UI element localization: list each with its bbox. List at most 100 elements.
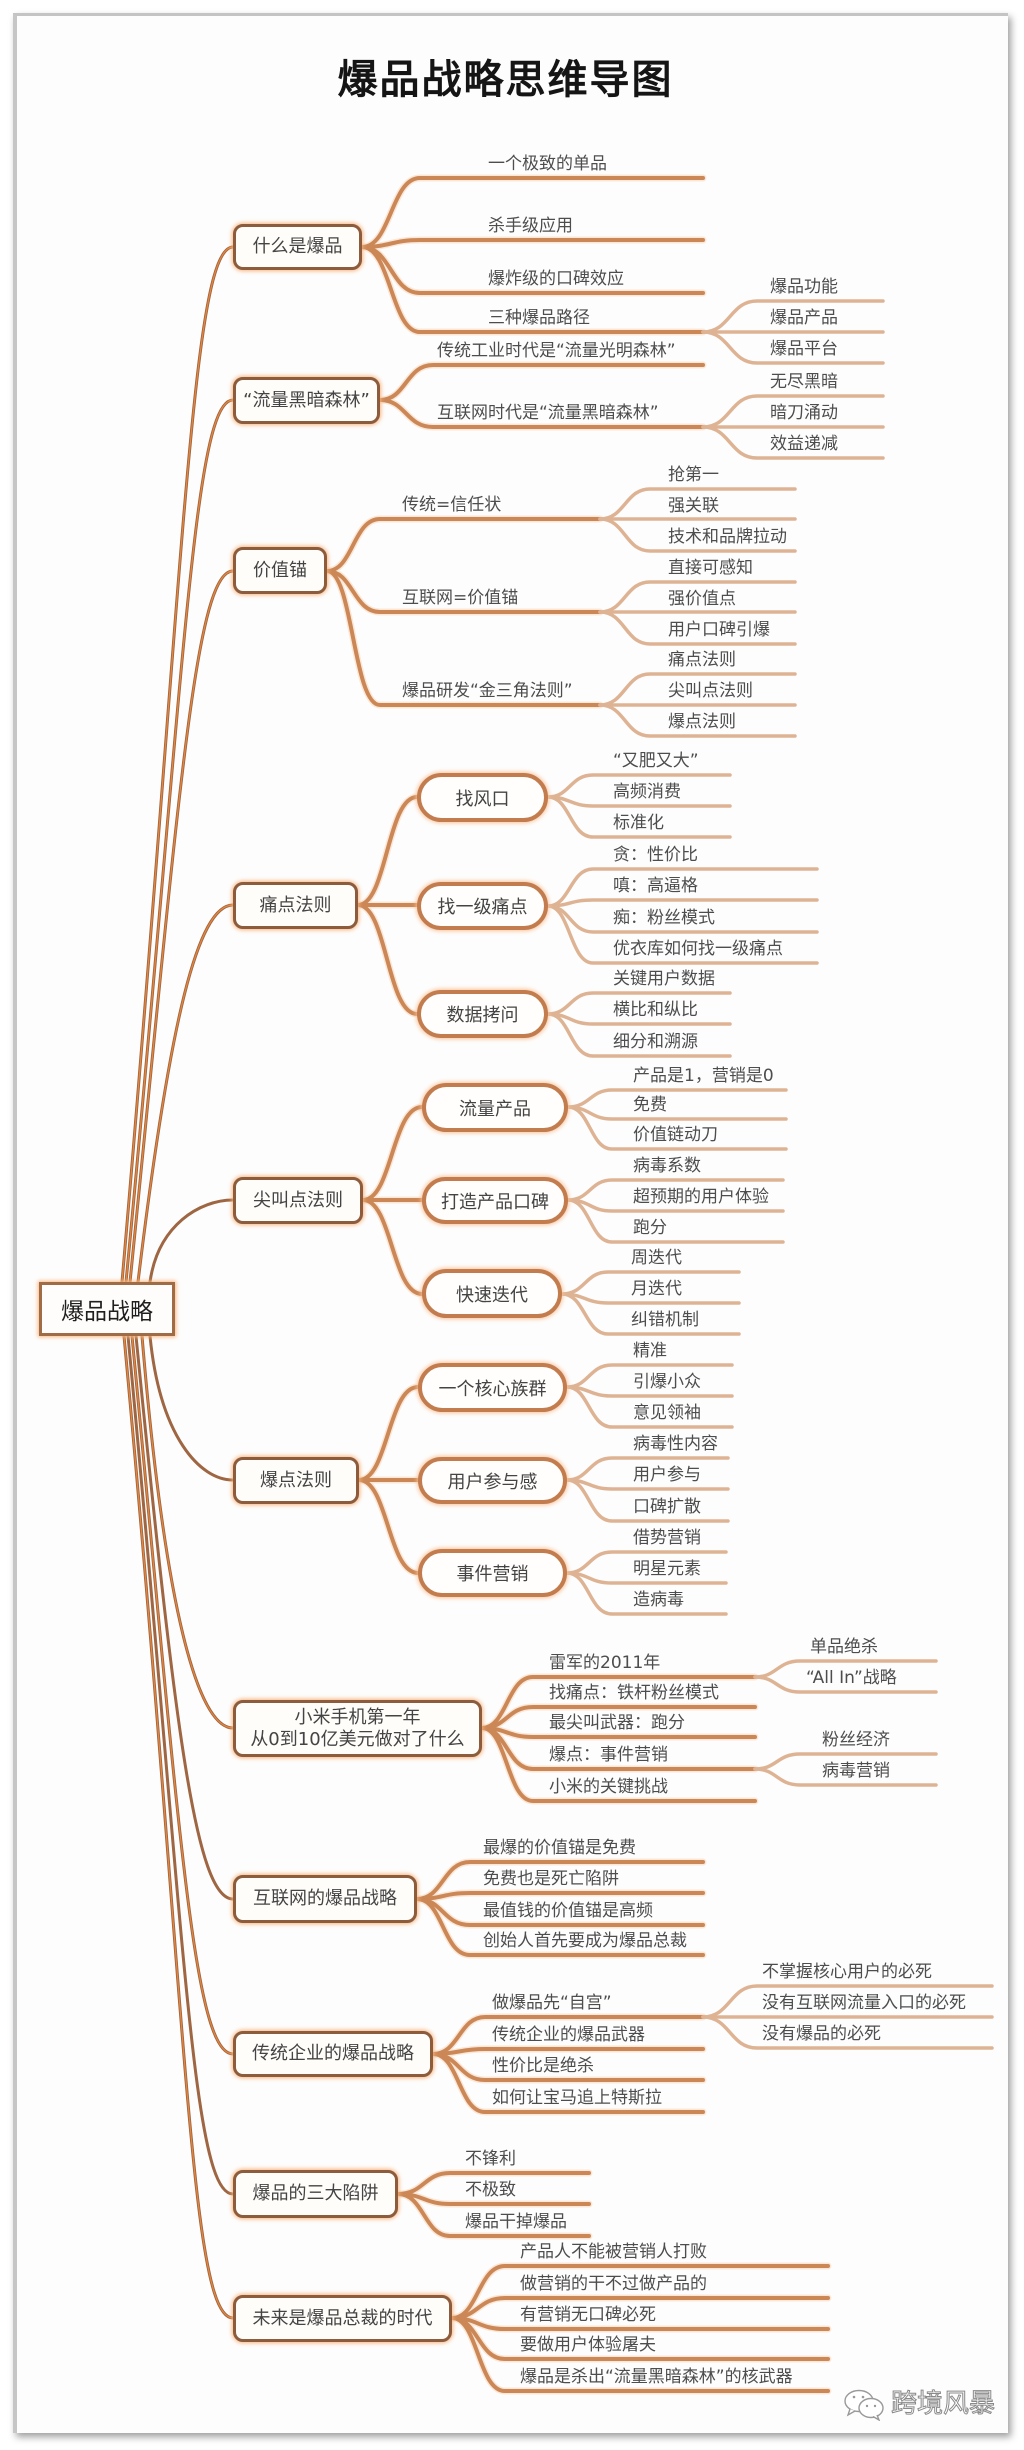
- main-topic: “流量黑暗森林”: [233, 377, 380, 424]
- leaf-label: 意见领袖: [633, 1403, 701, 1423]
- subtopic-pill: 用户参与感: [418, 1457, 567, 1504]
- leaf-label: 高频消费: [613, 782, 681, 802]
- leaf-label: 尖叫点法则: [668, 681, 753, 701]
- subtopic-label: 爆品干掉爆品: [465, 2212, 567, 2232]
- leaf-label: 贪：性价比: [613, 845, 698, 865]
- leaf-label: 周迭代: [631, 1248, 682, 1268]
- subtopic-label: 最尖叫武器：跑分: [549, 1713, 685, 1733]
- wechat-icon: [844, 2389, 884, 2421]
- leaf-label: 粉丝经济: [822, 1730, 890, 1750]
- subtopic-label: 传统工业时代是“流量光明森林”: [437, 341, 676, 361]
- leaf-label: 细分和溯源: [613, 1032, 698, 1052]
- subtopic-label: 互联网时代是“流量黑暗森林”: [437, 403, 659, 423]
- subtopic-pill: 数据拷问: [417, 990, 548, 1038]
- subtopic-label: 雷军的2011年: [549, 1653, 661, 1673]
- subtopic-pill: 快速迭代: [422, 1269, 562, 1318]
- leaf-label: 超预期的用户体验: [633, 1187, 769, 1207]
- leaf-label: 跑分: [633, 1218, 667, 1238]
- leaf-label: 引爆小众: [633, 1372, 701, 1392]
- page-title: 爆品战略思维导图: [337, 57, 674, 103]
- main-topic: 传统企业的爆品战略: [233, 2031, 433, 2077]
- leaf-label: 造病毒: [633, 1590, 684, 1610]
- main-topic: 痛点法则: [233, 882, 358, 929]
- leaf-label: 口碑扩散: [633, 1497, 701, 1517]
- leaf-label: 用户参与: [633, 1465, 701, 1485]
- subtopic-pill: 事件营销: [418, 1549, 567, 1597]
- leaf-label: 无尽黑暗: [770, 372, 838, 392]
- subtopic-label: 创始人首先要成为爆品总裁: [483, 1931, 687, 1951]
- subtopic-pill: 流量产品: [422, 1083, 568, 1132]
- leaf-label: 优衣库如何找一级痛点: [613, 939, 783, 959]
- subtopic-label: 爆品是杀出“流量黑暗森林”的核武器: [520, 2367, 793, 2387]
- leaf-label: 病毒营销: [822, 1761, 890, 1781]
- subtopic-label: 互联网=价值锚: [402, 588, 519, 608]
- leaf-label: 抢第一: [668, 465, 719, 485]
- subtopic-label: 不锋利: [465, 2149, 516, 2169]
- watermark-text: 跨境风暴: [890, 2389, 996, 2420]
- main-topic: 爆品的三大陷阱: [233, 2170, 398, 2218]
- subtopic-label: 性价比是绝杀: [492, 2056, 594, 2076]
- main-topic: 价值锚: [233, 547, 327, 594]
- leaf-label: 纠错机制: [631, 1310, 699, 1330]
- subtopic-label: 最值钱的价值锚是高频: [483, 1901, 653, 1921]
- subtopic-label: 免费也是死亡陷阱: [483, 1869, 619, 1889]
- leaf-label: 用户口碑引爆: [668, 620, 770, 640]
- leaf-label: 爆点法则: [668, 712, 736, 732]
- main-topic: 爆点法则: [233, 1457, 359, 1504]
- leaf-label: 产品是1，营销是0: [633, 1066, 774, 1086]
- subtopic-pill: 打造产品口碑: [422, 1177, 568, 1224]
- subtopic-label: 做爆品先“自宫”: [492, 1993, 612, 2013]
- subtopic-label: 小米的关键挑战: [549, 1777, 668, 1797]
- main-topic: 未来是爆品总裁的时代: [233, 2295, 452, 2342]
- leaf-label: 爆品平台: [770, 339, 838, 359]
- main-topic-line: 从0到10亿美元做对了什么: [250, 1728, 465, 1750]
- leaf-label: 关键用户数据: [613, 969, 715, 989]
- leaf-label: 免费: [633, 1095, 667, 1115]
- leaf-label: 不掌握核心用户的必死: [762, 1962, 932, 1982]
- leaf-label: 强价值点: [668, 589, 736, 609]
- leaf-label: 痴：粉丝模式: [613, 908, 715, 928]
- subtopic-pill: 找风口: [417, 773, 548, 822]
- subtopic-label: 做营销的干不过做产品的: [520, 2274, 707, 2294]
- leaf-label: 暗刀涌动: [770, 403, 838, 423]
- subtopic-label: 爆炸级的口碑效应: [488, 269, 624, 289]
- leaf-label: 效益递减: [770, 434, 838, 454]
- subtopic-label: 找痛点：铁杆粉丝模式: [549, 1683, 719, 1703]
- leaf-label: 技术和品牌拉动: [668, 527, 787, 547]
- subtopic-label: 有营销无口碑必死: [520, 2305, 656, 2325]
- leaf-label: 没有爆品的必死: [762, 2024, 881, 2044]
- leaf-label: 嗔：高逼格: [613, 876, 698, 896]
- main-topic: 互联网的爆品战略: [233, 1875, 417, 1923]
- leaf-label: 月迭代: [631, 1279, 682, 1299]
- root-connectors-core: [121, 246, 234, 2319]
- subtopic-label: 爆点：事件营销: [549, 1745, 668, 1765]
- subtopic-pill: 找一级痛点: [417, 882, 548, 930]
- leaf-label: 价值链动刀: [633, 1125, 718, 1145]
- leaf-label: 直接可感知: [668, 558, 753, 578]
- leaf-label: 没有互联网流量入口的必死: [762, 1993, 966, 2013]
- leaf-label: “又肥又大”: [613, 751, 699, 771]
- subtopic-label: 传统=信任状: [402, 495, 502, 515]
- subtopic-label: 不极致: [465, 2180, 516, 2200]
- root-topic: 爆品战略: [39, 1282, 175, 1336]
- leaf-label: 横比和纵比: [613, 1000, 698, 1020]
- leaf-label: 病毒系数: [633, 1156, 701, 1176]
- leaf-label: 爆品功能: [770, 277, 838, 297]
- subtopic-label: 爆品研发“金三角法则”: [402, 681, 573, 701]
- subtopic-label: 一个极致的单品: [488, 154, 607, 174]
- subtopic-pill: 一个核心族群: [418, 1363, 567, 1412]
- branch-connectors: [323, 174, 832, 2395]
- subtopic-label: 如何让宝马追上特斯拉: [492, 2088, 662, 2108]
- main-topic-line: 小米手机第一年: [294, 1706, 421, 1728]
- leaf-connectors: [546, 299, 994, 2050]
- main-topic: 小米手机第一年 从0到10亿美元做对了什么: [233, 1700, 482, 1757]
- leaf-label: 单品绝杀: [810, 1637, 878, 1657]
- main-topic: 什么是爆品: [233, 224, 362, 270]
- leaf-label: 痛点法则: [668, 650, 736, 670]
- leaf-label: 借势营销: [633, 1528, 701, 1548]
- leaf-label: 明星元素: [633, 1559, 701, 1579]
- subtopic-label: 传统企业的爆品武器: [492, 2025, 645, 2045]
- leaf-label: 标准化: [613, 813, 664, 833]
- subtopic-label: 产品人不能被营销人打败: [520, 2242, 707, 2262]
